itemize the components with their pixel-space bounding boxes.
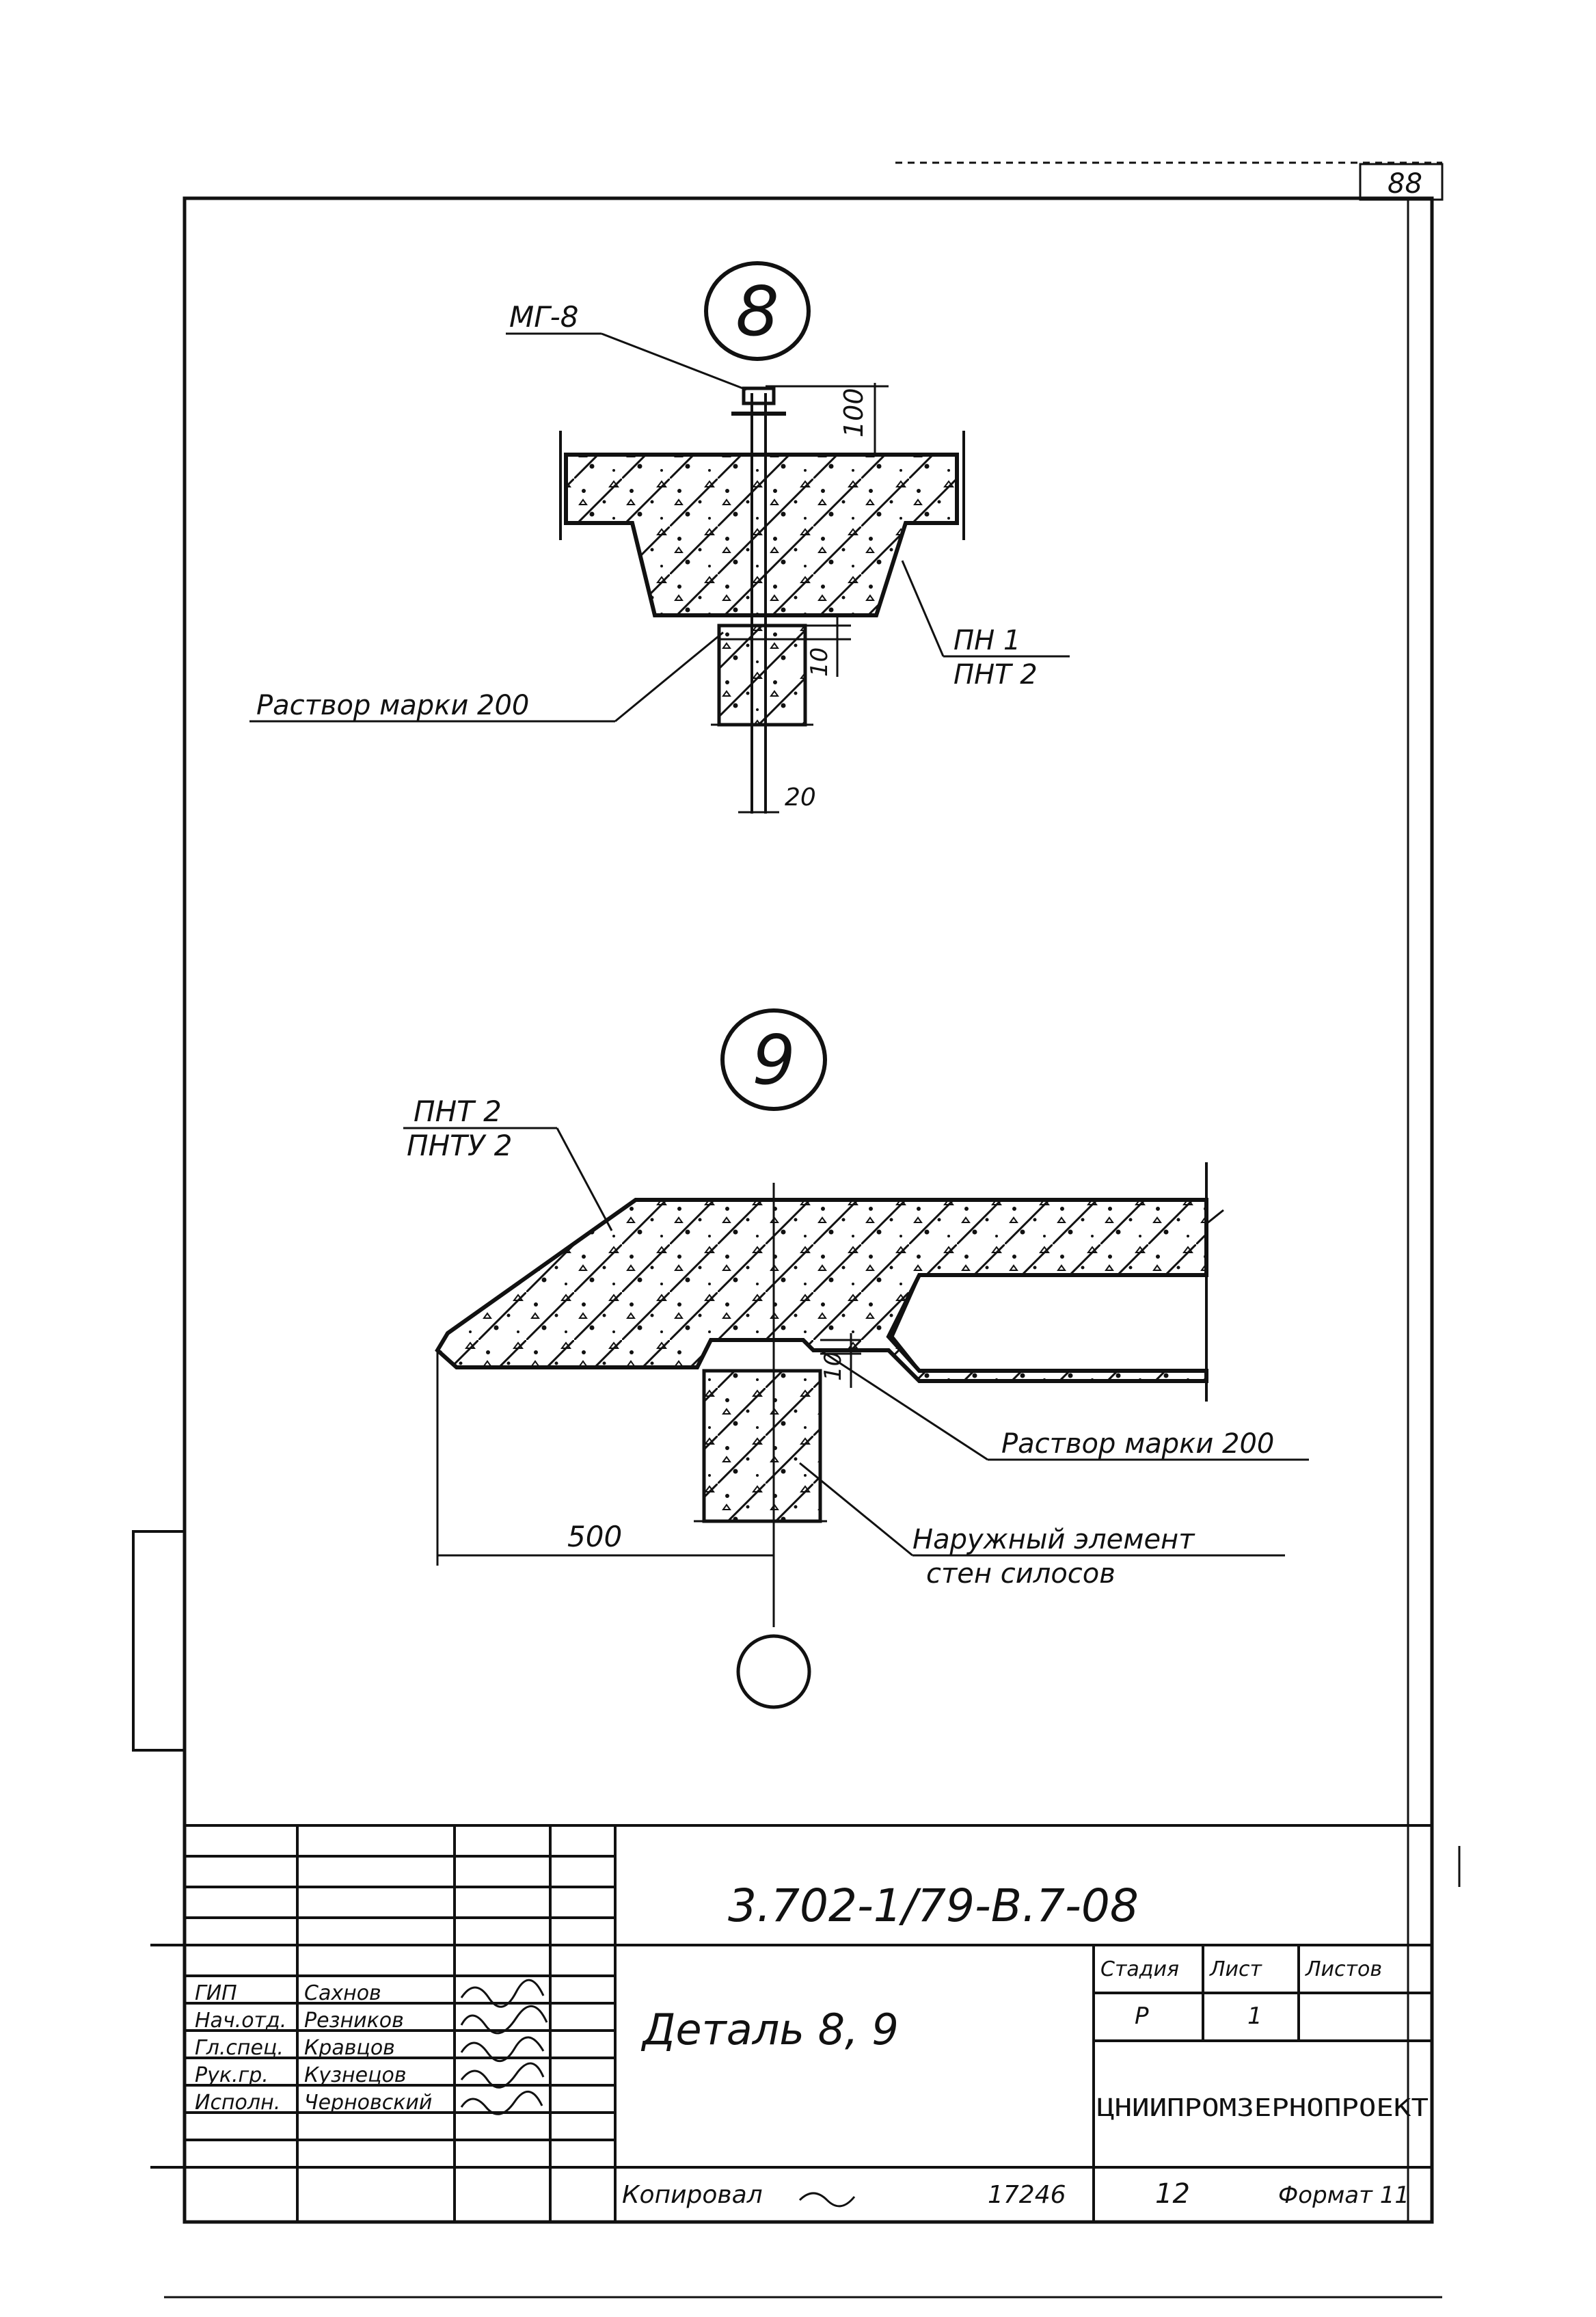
- signature-role: Гл.спец.: [195, 2036, 284, 2060]
- organization-name: ЦНИИПРОМЗЕРНОПРОЕКТ: [1097, 2094, 1429, 2122]
- signature-row: Нач.отд. Резников: [195, 2005, 548, 2035]
- signature-role: ГИП: [195, 1981, 237, 2005]
- detail-9-wall-section: [702, 1369, 822, 1523]
- detail-9-slab-mark-top: ПНТ 2: [414, 1095, 502, 1128]
- format-label: Формат 11: [1278, 2182, 1409, 2209]
- order-number: 17246: [988, 2181, 1066, 2209]
- drawing-title: Деталь 8, 9: [640, 2005, 899, 2054]
- title-block: 3.702-1/79-В.7-08 Деталь 8, 9 ЦНИИПРОМЗЕ…: [150, 1824, 1432, 2222]
- signature-role: Нач.отд.: [195, 2009, 286, 2033]
- detail-8-mortar-label: Раствор марки 200: [256, 690, 529, 721]
- signature-name: Кравцов: [304, 2036, 395, 2060]
- detail-9-axis-marker: [736, 1634, 811, 1709]
- signature-row: Рук.гр. Кузнецов: [195, 2062, 545, 2089]
- sheet-number: 88: [1388, 168, 1422, 200]
- sheets-header: Листов: [1305, 1957, 1382, 1981]
- detail-8-dim-10: 10: [806, 647, 833, 677]
- sheet-frame: [132, 161, 1461, 2299]
- page-number: 12: [1155, 2178, 1190, 2210]
- detail-8-dim-20: 20: [785, 784, 816, 812]
- signature-role: Исполн.: [195, 2091, 280, 2115]
- detail-9: 9 10 500 ПНТ 2 ПНТУ 2 Раствор марки 200: [403, 1008, 1309, 1709]
- signature-row: Гл.спец. Кравцов: [195, 2036, 545, 2062]
- detail-9-slab-mark-bottom: ПНТУ 2: [407, 1129, 513, 1162]
- detail-9-dim-10: 10: [820, 1352, 847, 1381]
- detail-8-slab-mark-bottom: ПНТ 2: [953, 659, 1038, 691]
- detail-8-marker-circle: [704, 261, 811, 361]
- detail-8-wall-section: [717, 624, 807, 727]
- signature-name: Кузнецов: [304, 2063, 407, 2087]
- detail-9-mortar-label: Раствор марки 200: [1001, 1428, 1274, 1460]
- stage-value: Р: [1135, 2003, 1149, 2030]
- detail-8-part-label: МГ-8: [509, 300, 579, 334]
- copied-label: Копировал: [622, 2181, 763, 2209]
- detail-8-dim-100: 100: [839, 388, 869, 438]
- document-code: 3.702-1/79-В.7-08: [728, 1879, 1139, 1932]
- detail-9-marker-circle: [720, 1008, 827, 1111]
- signature-name: Черновский: [304, 2091, 432, 2115]
- detail-9-element-label-line2: стен силосов: [926, 1558, 1115, 1590]
- detail-9-element-label-line1: Наружный элемент: [912, 1524, 1195, 1555]
- detail-8-slab-mark-top: ПН 1: [953, 625, 1020, 656]
- signature-row: ГИП Сахнов: [195, 1979, 545, 2008]
- detail-9-dim-500: 500: [567, 1520, 622, 1553]
- sheet-header: Лист: [1209, 1957, 1263, 1981]
- stage-header: Стадия: [1100, 1957, 1179, 1981]
- detail-8-slab-section: [564, 453, 959, 617]
- signature-role: Рук.гр.: [195, 2063, 269, 2087]
- signature-row: Исполн. Черновский: [195, 2090, 543, 2115]
- detail-8-marker: 8: [735, 271, 779, 351]
- sheet-footer: Копировал 17246 12 Формат 11: [622, 2178, 1409, 2210]
- detail-8: 8 100 10 20 МГ-8 ПН 1 П: [249, 261, 1070, 814]
- signature-name: Сахнов: [304, 1981, 381, 2005]
- detail-9-marker: 9: [752, 1020, 796, 1100]
- sheet-value: 1: [1247, 2003, 1262, 2030]
- signature-name: Резников: [304, 2009, 404, 2033]
